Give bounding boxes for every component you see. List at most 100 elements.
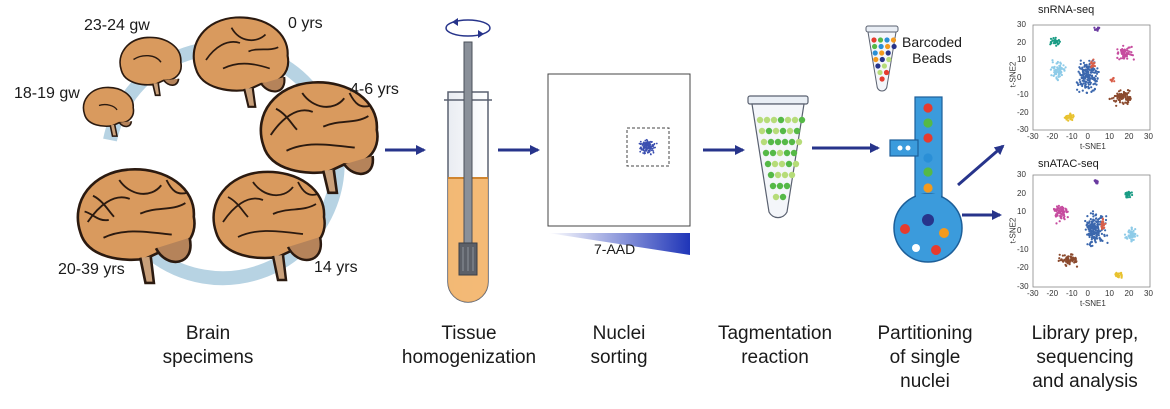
tsne-point	[1091, 76, 1094, 79]
tsne-point	[1093, 87, 1096, 90]
tsne-point	[1120, 92, 1123, 96]
y-tick-label: 20	[1017, 188, 1026, 198]
step1-line2: specimens	[162, 347, 254, 368]
tsne-point	[1089, 218, 1092, 221]
tsne-point	[1127, 231, 1130, 234]
tsne-point	[1069, 255, 1072, 258]
tsne-point	[1079, 67, 1082, 70]
tsne-point	[1085, 224, 1088, 227]
tsne-point	[1100, 220, 1104, 223]
tsne-point	[1079, 62, 1082, 66]
x-tick-label: -30	[1027, 289, 1039, 298]
tsne-point	[1066, 117, 1069, 120]
barcode-bead	[891, 43, 897, 50]
facs-dot	[639, 150, 642, 153]
tsne-point	[1120, 276, 1123, 279]
tsne-point	[1086, 233, 1089, 236]
tsne-point	[1092, 89, 1095, 92]
tag-bead	[798, 116, 806, 124]
tag-bead	[767, 171, 775, 179]
tsne-point	[1093, 26, 1096, 29]
facs-dot	[652, 145, 654, 148]
barcode-bead	[886, 56, 892, 63]
tsne-point	[1090, 220, 1093, 223]
tsne-point	[1095, 225, 1098, 229]
tag-bead	[786, 127, 794, 135]
tsne-point	[1091, 212, 1095, 215]
tsne-point	[1117, 276, 1120, 279]
arrow-5a	[957, 144, 1005, 187]
tag-bead	[783, 149, 791, 157]
tsne-point	[1104, 229, 1107, 232]
tsne-point	[1076, 88, 1079, 91]
tag-bead	[770, 116, 778, 124]
tsne-point	[1132, 58, 1135, 61]
tsne-point	[1130, 51, 1133, 54]
barcode-bead	[881, 63, 888, 69]
tsne-point	[1050, 74, 1053, 77]
tsne-point	[1128, 229, 1131, 232]
barcode-bead	[872, 43, 878, 50]
tsne-point	[1112, 96, 1115, 99]
x-tick-label: 10	[1105, 132, 1114, 141]
tsne-point	[1088, 243, 1091, 246]
tag-bead	[790, 149, 798, 157]
tsne-point	[1134, 228, 1137, 231]
tsne-point	[1055, 69, 1058, 72]
tsne-point	[1072, 114, 1075, 117]
tsne-point	[1093, 219, 1096, 222]
tsne-point	[1090, 223, 1093, 226]
tsne-point	[1097, 230, 1101, 233]
barcode-bead	[877, 37, 884, 43]
tsne-point	[1127, 91, 1130, 94]
tsne-point	[1128, 95, 1131, 99]
tsne-point	[1091, 63, 1094, 66]
tsne-point	[1078, 90, 1081, 93]
barcoded-beads-label: Barcoded Beads	[902, 34, 962, 66]
tsne-point	[1116, 96, 1119, 99]
tsne-point	[1077, 70, 1080, 73]
tsne-plot-rna	[1032, 24, 1151, 131]
barcode-bead	[879, 76, 885, 82]
tsne-point	[1058, 64, 1061, 67]
x-tick-label: -20	[1046, 132, 1059, 141]
tsne-point	[1058, 40, 1061, 43]
step3-line2: sorting	[590, 347, 648, 368]
tsne-point	[1099, 215, 1103, 218]
facs-dot	[654, 146, 656, 149]
tsne-point	[1130, 226, 1133, 229]
tag-bead	[777, 116, 785, 124]
tsne-point	[1095, 180, 1098, 183]
barcode-bead	[879, 56, 885, 63]
age-label-20-39yrs: 20-39 yrs	[58, 261, 125, 278]
tag-bead	[781, 171, 789, 179]
tag-bead	[785, 160, 793, 168]
y-tick-label: 10	[1017, 207, 1026, 217]
tsne-point	[1093, 231, 1096, 234]
tsne-point	[1071, 116, 1074, 119]
tsne-point	[1136, 234, 1139, 237]
facs-dot	[649, 146, 652, 149]
tsne-point	[1062, 206, 1065, 209]
step2-line1: Tissue	[441, 323, 497, 344]
barcode-bead	[872, 50, 878, 56]
tsne-point	[1118, 96, 1121, 99]
facs-dot	[648, 144, 651, 146]
step-label-library-prep: Library prep, sequencing and analysis	[1000, 322, 1170, 394]
step-label-tagmentation: Tagmentation reaction	[690, 322, 860, 370]
tsne-point	[1093, 65, 1096, 68]
tsne-point	[1095, 220, 1098, 223]
tag-bead	[769, 182, 777, 190]
facs-dot	[646, 139, 649, 142]
tsne-point	[1124, 49, 1128, 52]
tsne-point	[1082, 68, 1085, 71]
tsne-point	[1097, 70, 1100, 74]
tsne-point	[1097, 220, 1100, 223]
tsne-point	[1089, 62, 1092, 65]
tsne-point	[1108, 97, 1111, 101]
tag-bead	[791, 116, 799, 124]
tsne-point	[1088, 220, 1091, 223]
tsne-point	[1071, 118, 1074, 122]
brain-0yrs	[192, 16, 290, 108]
tag-bead	[772, 193, 780, 201]
